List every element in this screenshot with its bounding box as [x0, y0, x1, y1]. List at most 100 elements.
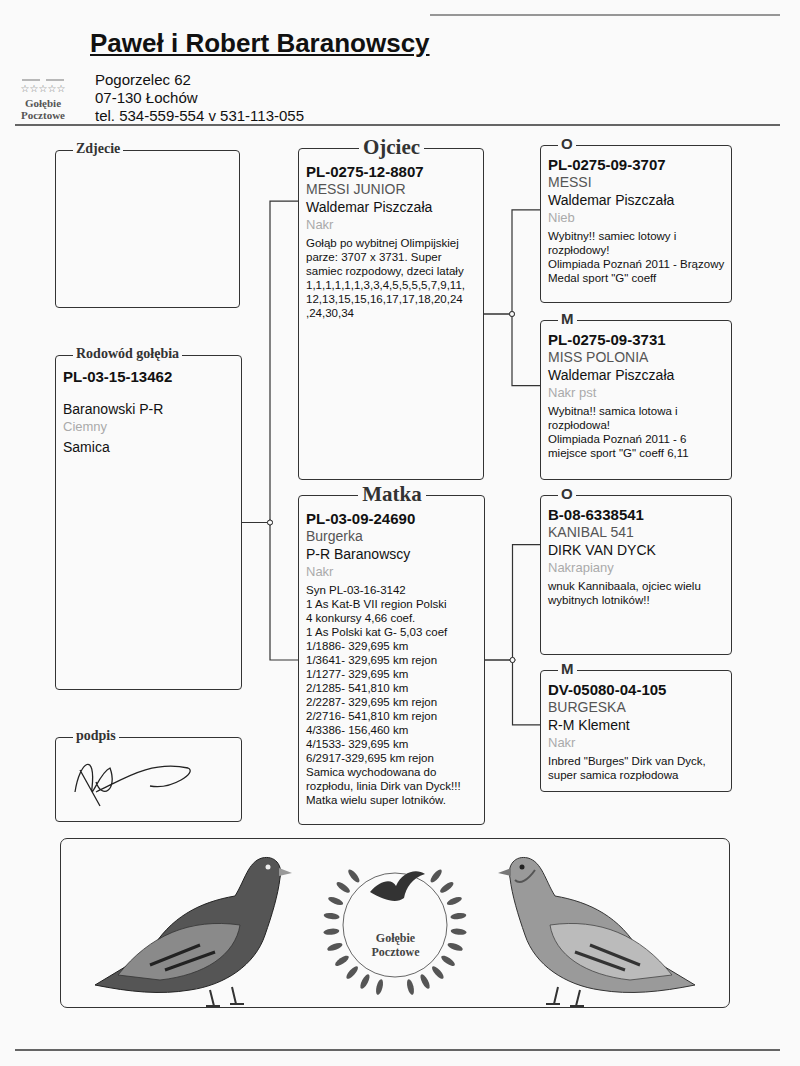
signature — [75, 764, 190, 806]
grandparent-box: MDV-05080-04-105BURGESKAR-M KlementNakrI… — [540, 670, 732, 792]
pigeon-eye — [520, 865, 525, 870]
pedigree-connector — [484, 314, 540, 386]
pedigree-connector — [484, 210, 540, 314]
box-text: PL-0275-09-3731 — [548, 331, 725, 349]
pedigree-box: Rodowód gołębiaPL-03-15-13462Baranowski … — [55, 355, 242, 690]
box-text: wnuk Kannibaala, ojciec wielu wybitnych … — [548, 579, 725, 607]
wreath-leaf — [359, 973, 372, 990]
wreath-leaf — [334, 954, 351, 968]
box-text: Waldemar Piszczała — [548, 191, 725, 209]
logo-wreath — [323, 868, 467, 996]
box-text: 4/3386- 156,460 km — [306, 723, 478, 737]
box-text: KANIBAL 541 — [548, 524, 725, 541]
box-text: 1/1886- 329,695 km — [306, 639, 478, 653]
box-text: Nakr pst — [548, 384, 725, 401]
box-text: Wybitna!! samica lotowa i rozpłodowa! — [548, 404, 725, 432]
box-text: Baranowski P-R — [63, 400, 235, 418]
box-text: DIRK VAN DYCK — [548, 541, 725, 559]
wing-bar — [575, 945, 640, 970]
wreath-leaf — [440, 954, 457, 968]
box-heading: Zdjecie — [73, 141, 123, 157]
page-title: Paweł i Robert Baranowscy — [90, 28, 430, 59]
box-text: PL-0275-12-8807 — [306, 163, 477, 181]
logo-dash — [22, 80, 40, 81]
pedigree-connector — [242, 523, 298, 661]
box-text: Samica wychodowana do rozpłodu, linia Di… — [306, 765, 478, 793]
pigeon-illustration — [95, 857, 292, 1006]
box-text: 2/2287- 329,695 km rejon — [306, 695, 478, 709]
box-text: Gołębie Pocztowe — [364, 931, 428, 959]
box-text: P-R Baranowscy — [306, 545, 478, 563]
box-text: Nieb — [548, 209, 725, 226]
junction-dot — [510, 312, 515, 317]
illustration-panel: Gołębie Pocztowe — [60, 838, 730, 1008]
box-heading: Ojciec — [359, 135, 424, 159]
junction-dot — [510, 658, 515, 663]
box-text: DV-05080-04-105 — [548, 681, 725, 699]
wreath-leaf — [326, 941, 343, 952]
header-label: tel. 534-559-554 v 531-113-055 — [95, 107, 475, 125]
box-text: Burgerka — [306, 528, 478, 545]
rule-line — [430, 14, 780, 15]
box-text: Wybitny!! samiec lotowy i rozpłodowy! — [548, 229, 725, 257]
box-heading: podpis — [73, 728, 119, 744]
wreath-leaf — [429, 868, 444, 884]
wreath-leaf — [375, 979, 385, 996]
box-text: MESSI JUNIOR — [306, 181, 477, 198]
pigeon-body — [95, 857, 281, 992]
box-text: PL-03-15-13462 — [63, 368, 235, 386]
wreath-leaf — [450, 912, 467, 920]
dam-box: MatkaPL-03-09-24690BurgerkaP-R Baranowsc… — [298, 495, 485, 825]
box-text: PL-0275-09-3707 — [548, 156, 725, 174]
sire-box: OjciecPL-0275-12-8807MESSI JUNIORWaldema… — [298, 148, 484, 480]
grandparent-box: OB-08-6338541KANIBAL 541DIRK VAN DYCKNak… — [540, 495, 732, 655]
box-text: Nakr — [306, 216, 477, 233]
wreath-leaf — [327, 895, 344, 907]
box-heading: M — [558, 311, 577, 327]
logo-dove — [370, 871, 425, 901]
pedigree-connector — [485, 660, 540, 725]
pigeon-wing — [118, 923, 240, 980]
pedigree-connector — [485, 545, 540, 660]
box-text: 6/2917-329,695 km rejon — [306, 751, 478, 765]
box-text: MISS POLONIA — [548, 349, 725, 366]
box-heading: O — [558, 136, 576, 152]
box-text: Nakr — [306, 563, 478, 580]
pigeon-illustration — [498, 857, 695, 1006]
pigeon-wing — [550, 923, 672, 980]
box-text: Waldemar Piszczała — [306, 198, 477, 216]
junction-dot — [510, 658, 515, 663]
pigeon-beak — [498, 868, 511, 876]
header-label: ☆☆☆☆☆ — [14, 83, 72, 94]
wreath-leaf — [430, 965, 445, 981]
wreath-leaf — [323, 928, 340, 936]
wreath-leaf — [346, 868, 361, 884]
box-text: 1 As Kat-B VII region Polski — [306, 597, 478, 611]
wreath-leaf — [419, 973, 432, 990]
header-label: Pogorzelec 62 — [95, 71, 475, 89]
box-heading: M — [558, 661, 577, 677]
box-text: B-08-6338541 — [548, 506, 725, 524]
box-text: Inbred "Burges" Dirk van Dyck, super sam… — [548, 754, 725, 782]
pedigree-connector — [242, 201, 298, 522]
pigeon-eye — [266, 865, 271, 870]
box-text: Samica — [63, 438, 235, 456]
wreath-leaf — [447, 941, 464, 952]
rule-line — [15, 1049, 780, 1051]
wreath-leaf — [335, 880, 351, 894]
box-text: Gołąb po wybitnej Olimpijskiej parze: 37… — [306, 236, 477, 320]
wreath-leaf — [323, 912, 340, 920]
box-heading: Rodowód gołębia — [73, 346, 182, 362]
wreath-leaf — [439, 880, 455, 894]
junction-dot — [268, 520, 273, 525]
box-text: BURGESKA — [548, 699, 725, 716]
header-label: 07-130 Łochów — [95, 89, 475, 107]
pigeon-body — [509, 857, 695, 992]
junction-dot — [510, 312, 515, 317]
wreath-leaf — [406, 979, 416, 996]
grandparent-box: MPL-0275-09-3731MISS POLONIAWaldemar Pis… — [540, 320, 732, 480]
box-heading: O — [558, 486, 576, 502]
box-text: Nakr — [548, 734, 725, 751]
